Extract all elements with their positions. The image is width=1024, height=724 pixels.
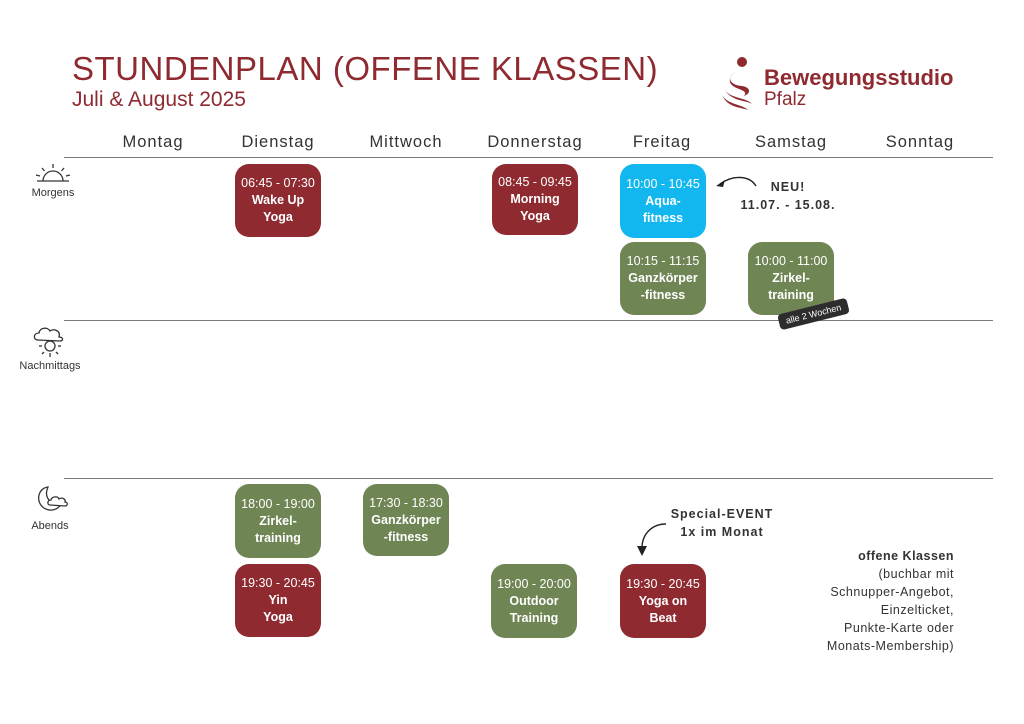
class-name-line2: fitness: [642, 210, 684, 225]
event-note-line1: Special-EVENT: [670, 507, 774, 521]
class-name-line2: Training: [509, 610, 559, 625]
class-name-line2: training: [768, 288, 814, 302]
period-morning: Morgens: [8, 163, 98, 199]
class-name-line2: Beat: [649, 610, 677, 625]
class-name-line2: -fitness: [383, 529, 429, 544]
class-name-line1: Morning: [510, 192, 560, 206]
class-time: 06:45 - 07:30: [241, 176, 315, 190]
new-class-note: NEU! 11.07. - 15.08.: [736, 178, 840, 214]
class-name-line1: Wake Up: [251, 193, 305, 207]
class-name-line2: Yoga: [263, 210, 293, 224]
class-time: 10:00 - 10:45: [626, 176, 700, 191]
class-card-wake-up-yoga[interactable]: 06:45 - 07:30 Wake Up Yoga: [235, 164, 321, 237]
moon-cloud-icon: [38, 486, 68, 511]
class-card-outdoor-training[interactable]: 19:00 - 20:00 Outdoor Training: [491, 564, 577, 638]
day-header-donnerstag: Donnerstag: [487, 133, 583, 151]
class-card-aquafitness[interactable]: 10:00 - 10:45 Aqua- fitness: [620, 164, 706, 238]
logo-mark-icon: [722, 57, 752, 110]
day-header-dienstag: Dienstag: [241, 133, 315, 151]
class-card-ganzkoerperfitness-wed[interactable]: 17:30 - 18:30 Ganzkörper -fitness: [363, 484, 449, 556]
divider-header: [64, 157, 993, 158]
divider-morning-afternoon: [64, 320, 993, 321]
class-card-zirkeltraining-tue[interactable]: 18:00 - 19:00 Zirkel- training: [235, 484, 321, 558]
studio-logo: Bewegungsstudio Pfalz: [720, 55, 960, 115]
class-time: 19:00 - 20:00: [497, 576, 571, 591]
booking-legend: offene Klassen (buchbar mit Schnupper-An…: [827, 547, 954, 655]
class-name-line2: Yoga: [263, 610, 293, 624]
day-header-freitag: Freitag: [632, 133, 692, 151]
class-name-line1: Zirkel-: [772, 271, 810, 285]
legend-line: Einzelticket,: [880, 603, 954, 617]
new-note-line2: 11.07. - 15.08.: [740, 198, 836, 212]
class-time: 18:00 - 19:00: [241, 496, 315, 511]
day-header-samstag: Samstag: [754, 133, 828, 151]
period-morning-label: Morgens: [31, 187, 75, 199]
divider-afternoon-evening: [64, 478, 993, 479]
class-name-line2: Yoga: [520, 209, 550, 223]
class-time: 19:30 - 20:45: [241, 576, 315, 590]
logo-region: Pfalz: [764, 89, 807, 110]
period-afternoon: Nachmittags: [5, 324, 95, 372]
new-note-line1: NEU!: [770, 180, 806, 194]
page-title: STUNDENPLAN (OFFENE KLASSEN): [72, 50, 659, 87]
special-event-note: Special-EVENT 1x im Monat: [664, 505, 780, 541]
class-time: 10:15 - 11:15: [626, 254, 700, 268]
class-name-line1: Aqua-: [645, 193, 681, 208]
class-name-line1: Yin: [268, 593, 288, 607]
class-name-line1: Outdoor: [509, 593, 559, 608]
sun-cloud-icon: [33, 327, 64, 357]
class-time: 08:45 - 09:45: [498, 175, 572, 189]
legend-line: Punkte-Karte oder: [844, 621, 954, 635]
class-name-line1: Yoga on: [638, 593, 688, 608]
period-afternoon-label: Nachmittags: [19, 360, 81, 372]
class-name-line1: Ganzkörper: [628, 271, 698, 285]
legend-title: offene Klassen: [858, 549, 954, 563]
class-card-morning-yoga[interactable]: 08:45 - 09:45 Morning Yoga: [492, 164, 578, 235]
class-card-zirkeltraining-sat[interactable]: 10:00 - 11:00 Zirkel- training: [748, 242, 834, 315]
legend-line: Schnupper-Angebot,: [830, 585, 954, 599]
day-header-sonntag: Sonntag: [885, 133, 955, 151]
class-name-line2: -fitness: [640, 288, 686, 302]
class-time: 19:30 - 20:45: [626, 576, 700, 591]
class-card-ganzkoerperfitness-fri[interactable]: 10:15 - 11:15 Ganzkörper -fitness: [620, 242, 706, 315]
sunrise-icon: [35, 164, 71, 182]
class-card-yin-yoga[interactable]: 19:30 - 20:45 Yin Yoga: [235, 564, 321, 637]
curved-arrow-icon: [716, 176, 757, 187]
class-name-line2: training: [255, 530, 301, 545]
day-header-montag: Montag: [122, 133, 184, 151]
legend-line: Monats-Membership): [826, 639, 954, 653]
class-name-line1: Ganzkörper: [371, 512, 441, 527]
class-card-yoga-on-beat[interactable]: 19:30 - 20:45 Yoga on Beat: [620, 564, 706, 638]
class-name-line1: Zirkel-: [259, 513, 297, 528]
logo-name: Bewegungsstudio: [764, 65, 954, 90]
event-note-line2: 1x im Monat: [680, 525, 764, 539]
curved-arrow-down-icon: [637, 523, 667, 556]
period-evening-label: Abends: [31, 520, 69, 532]
legend-line: (buchbar mit: [878, 567, 954, 581]
class-time: 17:30 - 18:30: [369, 495, 443, 510]
class-time: 10:00 - 11:00: [754, 254, 828, 268]
period-evening: Abends: [5, 484, 95, 532]
page-subtitle: Juli & August 2025: [72, 88, 246, 111]
day-header-mittwoch: Mittwoch: [369, 133, 443, 151]
